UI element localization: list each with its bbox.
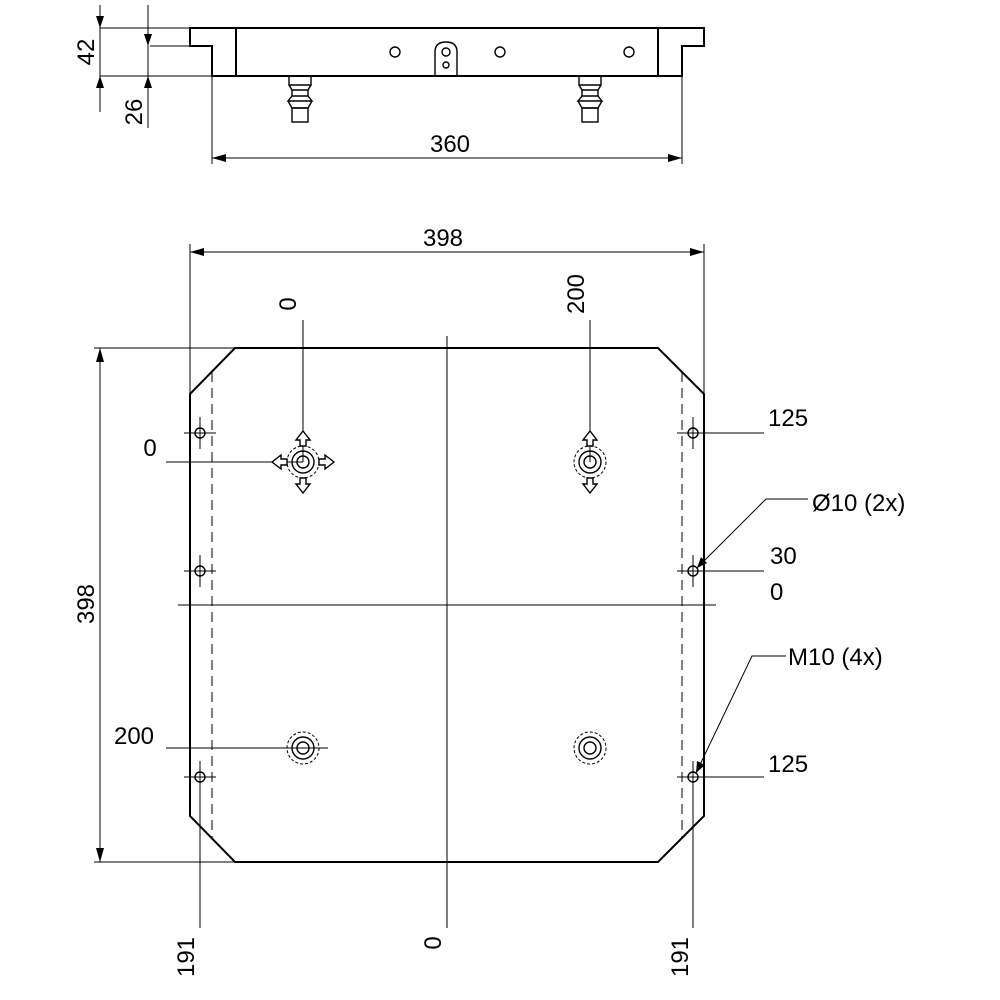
- dim-arrow: [96, 848, 104, 862]
- dim-arrow: [212, 154, 226, 162]
- side-plate-outline: [189, 27, 705, 77]
- side-hole: [623, 46, 635, 58]
- edge-hole: [677, 417, 709, 449]
- coord-right-0: 0: [770, 579, 783, 606]
- clamping-pin-x200: [573, 429, 607, 495]
- side-lug-hole: [441, 47, 451, 57]
- clamping-pin-y200: [286, 731, 320, 765]
- side-lug: [434, 41, 458, 76]
- side-view: 42 26 360: [73, 5, 705, 164]
- coord-right-upper: 125: [768, 405, 808, 432]
- dim-height-total: 42: [73, 39, 100, 66]
- dim-height-lower: 26: [121, 99, 148, 126]
- dim-arrow: [144, 34, 152, 46]
- dim-arrow: [690, 248, 704, 256]
- coord-right-30: 30: [770, 543, 797, 570]
- top-view: 398 398: [73, 225, 905, 977]
- edge-hole: [184, 761, 216, 793]
- edge-hole: [184, 417, 216, 449]
- coord-bottom-center: 0: [420, 936, 447, 949]
- dim-width-top: 398: [423, 225, 463, 252]
- top-plate-outline: [189, 347, 705, 863]
- side-hole: [389, 46, 401, 58]
- side-lug-hole: [442, 61, 450, 69]
- dim-arrow: [96, 348, 104, 362]
- coord-y-bottom-pin: 200: [114, 723, 154, 750]
- coord-bottom-left: 191: [173, 937, 200, 977]
- dim-height-top: 398: [73, 584, 100, 624]
- callout-leader-hole: [696, 498, 808, 569]
- clamping-pin-origin: [270, 429, 336, 495]
- coord-right-lower: 125: [768, 751, 808, 778]
- coord-y-top-pin: 0: [143, 435, 156, 462]
- coord-bottom-right: 191: [667, 937, 694, 977]
- callout-thread: M10 (4x): [788, 644, 883, 671]
- callout-arrow: [696, 761, 705, 773]
- coord-x-left-pin: 0: [275, 297, 302, 310]
- dim-arrow: [96, 76, 104, 88]
- callout-leader-thread: [695, 655, 786, 774]
- side-clamping-pin: [576, 76, 604, 123]
- callout-hole: Ø10 (2x): [812, 490, 905, 517]
- dim-arrow: [668, 154, 682, 162]
- clamping-pin-x200-y200: [573, 731, 607, 765]
- dim-arrow: [144, 76, 152, 88]
- dim-arrow: [190, 248, 204, 256]
- dim-width-side: 360: [430, 131, 470, 158]
- dim-arrow: [96, 16, 104, 28]
- side-hole: [494, 46, 506, 58]
- side-clamping-pin: [286, 76, 314, 123]
- edge-hole: [677, 761, 709, 793]
- coord-x-right-pin: 200: [563, 274, 590, 314]
- edge-hole: [184, 555, 216, 587]
- callout-arrow: [697, 557, 707, 568]
- edge-hole: [677, 555, 709, 587]
